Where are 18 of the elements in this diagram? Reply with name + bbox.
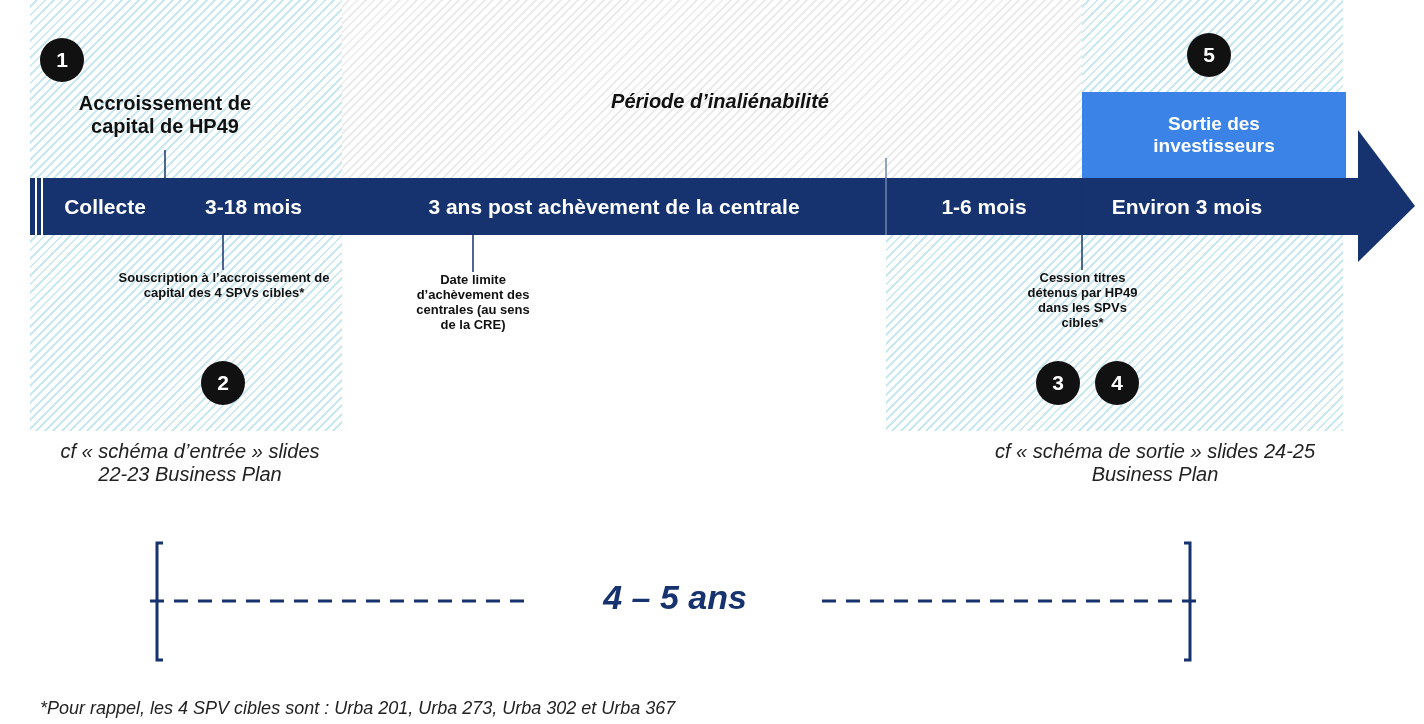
note-text: cf « schéma d’entrée » slides 22-23 Business Plan xyxy=(59,440,321,486)
leader-line xyxy=(222,234,224,271)
segment-label: 3-18 mois xyxy=(165,178,342,235)
segment-label: Collecte xyxy=(45,178,165,235)
heading-text: Période d’inaliénabilité xyxy=(520,90,920,120)
leader-line xyxy=(164,149,166,179)
heading-text: Accroissement de capital de HP49 xyxy=(60,92,270,150)
annotation-text: Cession titres détenus par HP49 dans les SPVs cibles* xyxy=(1025,270,1140,346)
duration-label: 4 – 5 ans xyxy=(602,578,748,617)
annotation-text: Date limite d’achèvement des centrales (au sens de la CRE) xyxy=(408,272,538,348)
segment-label: 1-6 mois xyxy=(886,178,1082,235)
note-text: cf « schéma de sortie » slides 24-25 Business Plan xyxy=(993,440,1317,486)
annotation-text: Souscription à l’accroissement de capital des 4 SPVs cibles* xyxy=(108,270,340,310)
segment-label: Environ 3 mois xyxy=(1082,178,1292,235)
segment-label: 3 ans post achèvement de la centrale xyxy=(342,178,886,235)
exit-box: Sortie des investisseurs xyxy=(1082,92,1346,178)
leader-line xyxy=(472,234,474,273)
footnote-text: *Pour rappel, les 4 SPV cibles sont : Urba 201, Urba 273, Urba 302 et Urba 367 xyxy=(40,698,677,719)
